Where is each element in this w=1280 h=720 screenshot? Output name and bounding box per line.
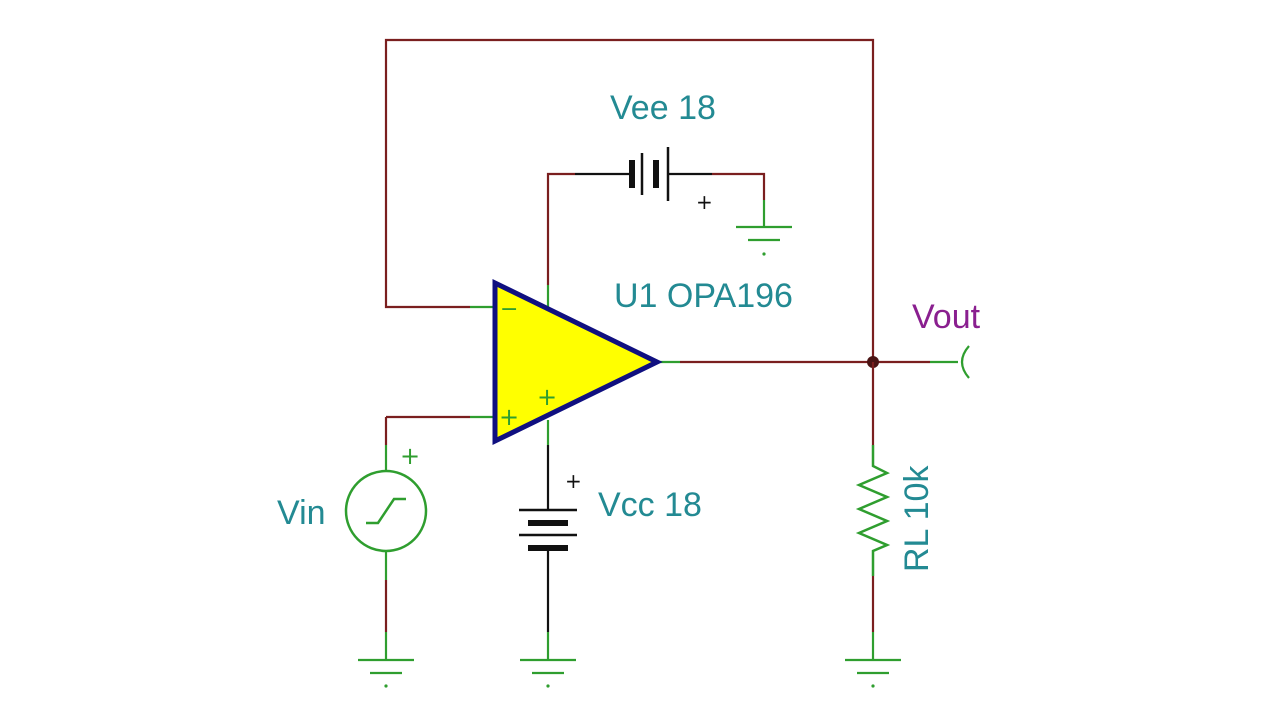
vin-plus-sign: + (400, 442, 420, 470)
vout-label: Vout (912, 298, 981, 336)
vcc-label: Vcc 18 (598, 486, 702, 524)
ground-rl (845, 632, 901, 688)
opamp-u1[interactable]: − + + (492, 278, 663, 446)
u1-label: U1 OPA196 (614, 277, 793, 315)
output-wire[interactable] (655, 356, 958, 368)
battery-icon (629, 147, 670, 201)
ground-icon (845, 632, 901, 688)
vin-label: Vin (277, 494, 326, 532)
battery-icon (519, 508, 577, 551)
vin-source[interactable]: + Vin (277, 417, 428, 632)
vee-plus-sign: + (696, 190, 713, 214)
ground-icon (520, 632, 576, 688)
opamp-noninverting-sign: + (499, 403, 519, 431)
ground-icon (358, 632, 414, 688)
opamp-leads (386, 285, 550, 445)
step-voltage-source-icon (344, 469, 428, 553)
output-port-icon (960, 345, 970, 379)
ground-vcc (520, 632, 576, 688)
vee-battery[interactable]: + Vee 18 (546, 89, 766, 285)
vout-port[interactable]: Vout (912, 298, 981, 379)
resistor-zigzag-icon (855, 445, 891, 576)
vcc-plus-sign: + (565, 469, 582, 493)
feedback-wire[interactable] (384, 38, 875, 362)
opamp-triangle-icon (492, 278, 663, 446)
load-resistor[interactable]: RL 10k (855, 362, 936, 632)
rl-label: RL 10k (898, 465, 936, 572)
opamp-supply-sign: + (537, 383, 557, 411)
ground-vee (736, 200, 792, 256)
ground-icon (736, 200, 792, 256)
vcc-battery[interactable]: + Vcc 18 (519, 445, 702, 632)
ground-vin (358, 632, 414, 688)
vee-label: Vee 18 (610, 89, 716, 127)
opamp-inverting-sign: − (500, 297, 518, 322)
